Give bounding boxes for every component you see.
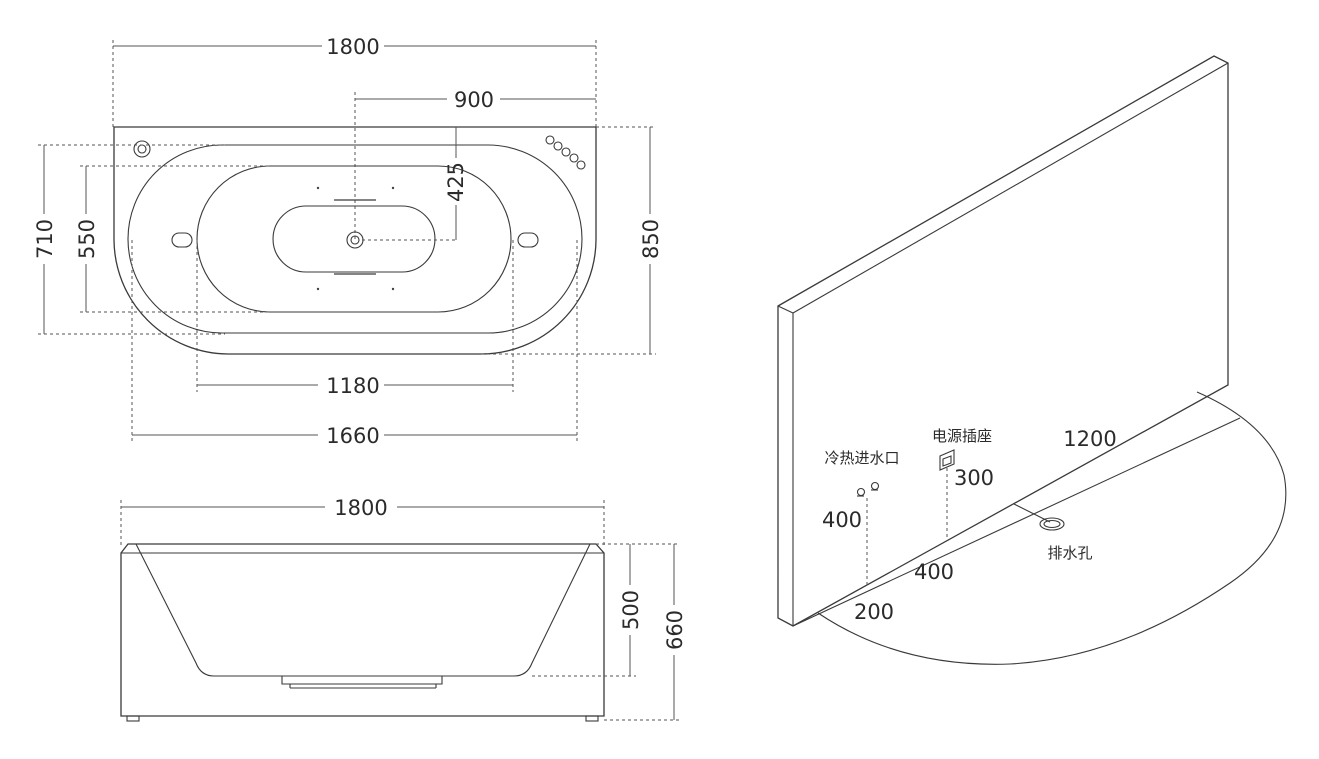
dim-top-1800: 1800 [326, 35, 379, 59]
dim-water-400: 400 [822, 508, 862, 532]
label-power-socket: 电源插座 [932, 427, 992, 445]
dim-top-850: 850 [639, 219, 663, 259]
floor-drain-icon [1039, 517, 1065, 531]
tub-basin [196, 165, 512, 313]
dim-top-425: 425 [444, 162, 468, 202]
wall-slab [777, 55, 1229, 627]
overflow-slot-right [517, 232, 539, 248]
dim-top-1660: 1660 [326, 424, 379, 448]
dim-side-500: 500 [619, 590, 643, 630]
side-view: 1800 500 660 [120, 496, 687, 722]
dim-top-1180: 1180 [326, 374, 379, 398]
tub-bottom [272, 205, 436, 273]
tub-outline [113, 126, 597, 355]
control-buttons-icon [545, 135, 586, 170]
dim-socket-300: 300 [954, 466, 994, 490]
dim-socket-offset-400: 400 [914, 560, 954, 584]
tub-rim [127, 144, 583, 334]
label-water-inlet: 冷热进水口 [824, 449, 899, 467]
side-basin [135, 543, 591, 677]
install-view: 排水孔 1200 电源插座 300 冷热进水口 400 400 200 [777, 55, 1287, 665]
power-socket-icon [939, 449, 955, 471]
overflow-slot-left [171, 232, 193, 248]
dim-side-1800: 1800 [334, 496, 387, 520]
dim-top-710: 710 [33, 219, 57, 259]
dim-top-900: 900 [454, 88, 494, 112]
dim-water-offset-200: 200 [854, 600, 894, 624]
floor-footprint [817, 391, 1287, 665]
faucet-icon [133, 140, 151, 158]
water-inlet-icon [856, 481, 880, 497]
label-drain: 排水孔 [1047, 544, 1092, 562]
top-view: 1800 900 [33, 35, 663, 448]
drain-icon [346, 231, 364, 249]
dim-top-550: 550 [75, 219, 99, 259]
side-body [120, 543, 605, 717]
dim-side-660: 660 [663, 610, 687, 650]
dim-wall-1200: 1200 [1063, 427, 1116, 451]
